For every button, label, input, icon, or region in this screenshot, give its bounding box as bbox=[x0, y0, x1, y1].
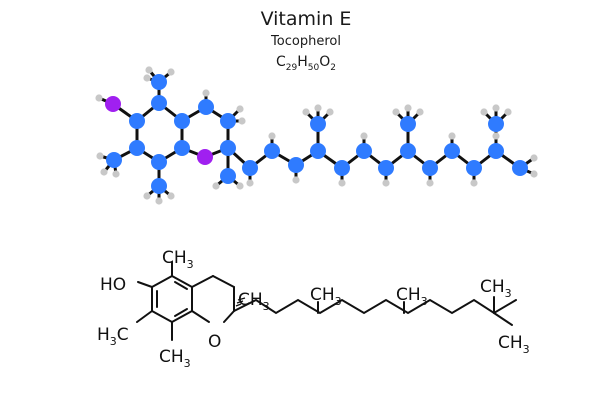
carbon-atom bbox=[488, 116, 504, 132]
carbon-atom bbox=[334, 160, 350, 176]
hydrogen-atom bbox=[268, 132, 276, 140]
carbon-atom bbox=[264, 143, 280, 159]
hydrogen-atom bbox=[448, 132, 456, 140]
carbon-atom bbox=[242, 160, 258, 176]
carbon-atom bbox=[129, 113, 145, 129]
methyl-label-left: H3C bbox=[97, 325, 129, 348]
carbon-atom bbox=[512, 160, 528, 176]
hydrogen-atom bbox=[112, 170, 120, 178]
methyl-label-chain-1: CH3 bbox=[310, 285, 342, 308]
hydrogen-atom bbox=[326, 108, 334, 116]
carbon-atom bbox=[129, 140, 145, 156]
hydrogen-atom bbox=[480, 108, 488, 116]
hydrogen-atom bbox=[236, 182, 244, 190]
hydrogen-atom bbox=[392, 108, 400, 116]
carbon-atom bbox=[488, 143, 504, 159]
methyl-label-end-bottom: CH3 bbox=[498, 333, 530, 356]
carbon-atom bbox=[174, 113, 190, 129]
oxygen-atom bbox=[197, 149, 213, 165]
carbon-atom bbox=[220, 140, 236, 156]
hydrogen-atom bbox=[360, 132, 368, 140]
carbon-atom bbox=[310, 143, 326, 159]
carbon-atom bbox=[310, 116, 326, 132]
hydrogen-atom bbox=[143, 192, 151, 200]
hydrogen-atom bbox=[96, 152, 104, 160]
hydrogen-atom bbox=[338, 179, 346, 187]
hydrogen-atom bbox=[167, 192, 175, 200]
carbon-atom bbox=[106, 152, 122, 168]
molecule-title: Vitamin E bbox=[260, 8, 352, 30]
oxygen-atom bbox=[105, 96, 121, 112]
methyl-label-top: CH3 bbox=[162, 248, 194, 271]
carbon-atom bbox=[422, 160, 438, 176]
hydrogen-atom bbox=[382, 179, 390, 187]
hydrogen-atom bbox=[238, 117, 246, 125]
hydrogen-atom bbox=[492, 132, 500, 140]
hydrogen-atom bbox=[302, 108, 310, 116]
hydrogen-atom bbox=[492, 104, 500, 112]
carbon-atom bbox=[378, 160, 394, 176]
hydrogen-atom bbox=[100, 168, 108, 176]
hydrogen-atom bbox=[145, 66, 153, 74]
carbon-atom bbox=[220, 168, 236, 184]
carbon-atom bbox=[151, 74, 167, 90]
methyl-label-end-top: CH3 bbox=[480, 277, 512, 300]
carbon-atom bbox=[288, 157, 304, 173]
hydrogen-atom bbox=[416, 108, 424, 116]
hydrogen-atom bbox=[470, 179, 478, 187]
molecule-subtitle: Tocopherol bbox=[271, 34, 341, 49]
hydrogen-atom bbox=[202, 89, 210, 97]
carbon-atom bbox=[151, 178, 167, 194]
hydrogen-atom bbox=[143, 74, 151, 82]
carbon-atom bbox=[174, 140, 190, 156]
ring-oxygen-label: O bbox=[208, 332, 221, 352]
hydrogen-atom bbox=[155, 197, 163, 205]
hydrogen-atom bbox=[404, 104, 412, 112]
hydrogen-atom bbox=[212, 182, 220, 190]
hydrogen-atom bbox=[314, 104, 322, 112]
molecular-formula: C29H50O2 bbox=[276, 54, 336, 73]
hydrogen-atom bbox=[246, 179, 254, 187]
hydrogen-atom bbox=[95, 94, 103, 102]
carbon-atom bbox=[466, 160, 482, 176]
hydrogen-atom bbox=[292, 176, 300, 184]
carbon-atom bbox=[151, 154, 167, 170]
carbon-atom bbox=[444, 143, 460, 159]
hydrogen-atom bbox=[504, 108, 512, 116]
carbon-atom bbox=[220, 113, 236, 129]
carbon-atom bbox=[356, 143, 372, 159]
hydrogen-atom bbox=[530, 154, 538, 162]
methyl-label-chain-2: CH3 bbox=[396, 285, 428, 308]
carbon-atom bbox=[198, 99, 214, 115]
hydrogen-atom bbox=[236, 105, 244, 113]
hydroxyl-label: HO bbox=[100, 275, 126, 295]
methyl-label-chiral: CH3 bbox=[238, 290, 270, 313]
methyl-label-bottom: CH3 bbox=[159, 347, 191, 370]
carbon-atom bbox=[400, 116, 416, 132]
hydrogen-atom bbox=[167, 68, 175, 76]
carbon-atom bbox=[151, 95, 167, 111]
hydrogen-atom bbox=[426, 179, 434, 187]
carbon-atom bbox=[400, 143, 416, 159]
hydrogen-atom bbox=[530, 170, 538, 178]
